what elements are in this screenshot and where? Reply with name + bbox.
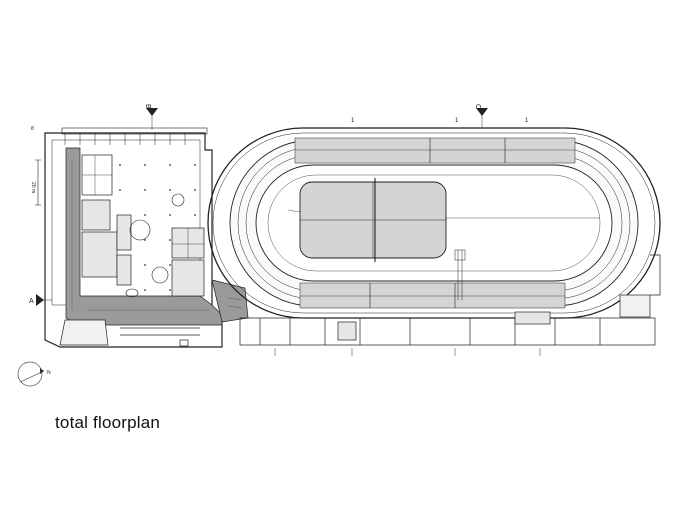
section-marker-a-label: A <box>29 298 34 305</box>
section-marker-c-label: C <box>474 104 481 109</box>
scale-bar-label: 20 m <box>30 182 36 193</box>
axis-labels: 1 1 1 <box>351 118 529 124</box>
axis-label-1a: 1 <box>351 118 355 124</box>
entry-block <box>59 319 200 347</box>
annex-rooms <box>81 154 205 298</box>
scale-bar-zero: 8 <box>31 126 34 132</box>
section-marker-c: C <box>474 104 488 116</box>
section-marker-a: A <box>29 294 44 306</box>
axis-label-1b: 1 <box>455 118 459 124</box>
north-stand <box>294 137 576 164</box>
service-strip <box>239 254 661 346</box>
south-stand <box>299 282 566 309</box>
north-label: N <box>47 370 51 376</box>
drawing-caption: total floorplan <box>55 413 161 432</box>
section-marker-b: B <box>144 104 158 116</box>
velodrome <box>207 127 661 319</box>
scale-bar: 20 m 8 <box>30 126 41 206</box>
section-marker-b-label: B <box>144 104 151 109</box>
north-arrow: N <box>17 361 51 387</box>
column-grid <box>94 164 196 291</box>
axis-label-1c: 1 <box>525 118 529 124</box>
